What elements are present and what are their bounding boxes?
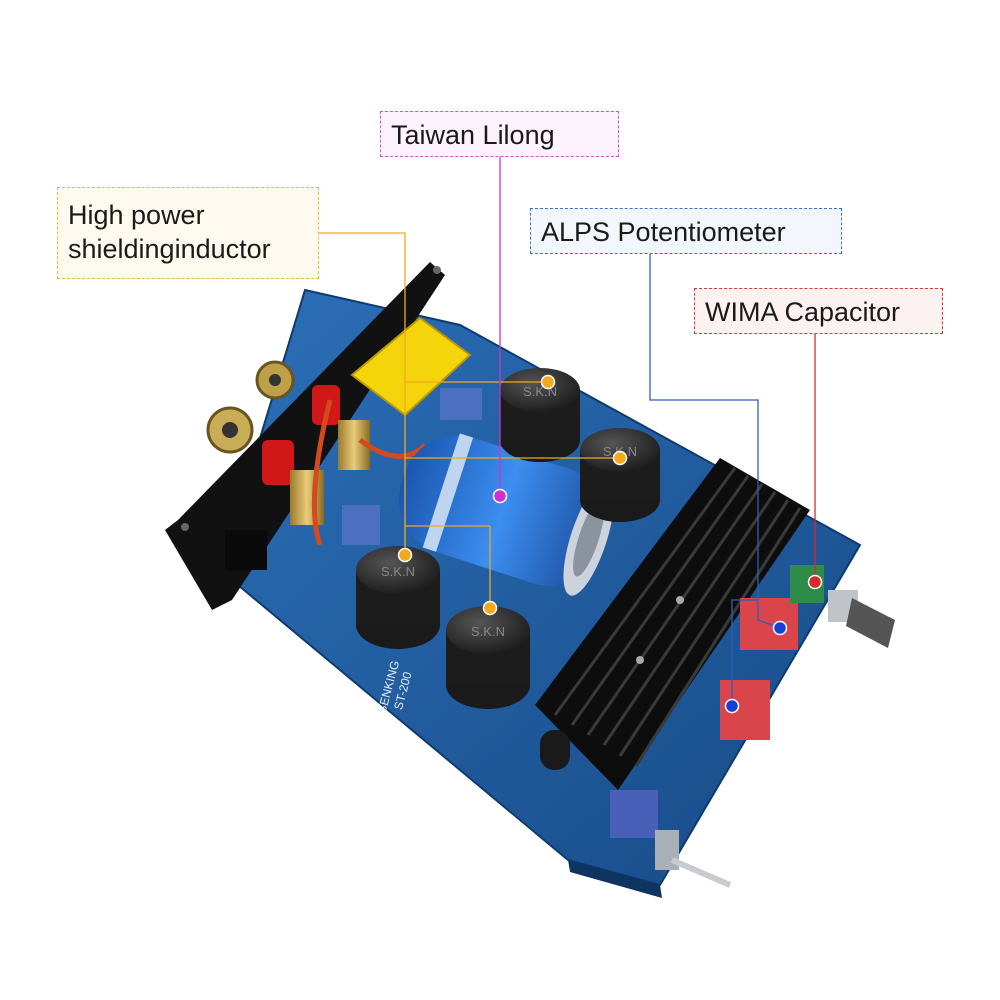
rear-panel bbox=[165, 262, 445, 610]
small-capacitor bbox=[540, 730, 570, 770]
callout-inductor: High power shieldinginductor bbox=[57, 187, 319, 279]
film-capacitor bbox=[342, 505, 380, 545]
alps-leader-lines bbox=[649, 254, 781, 706]
inductor-leader-lines bbox=[319, 232, 620, 608]
inductor-marking: S.K.N bbox=[471, 624, 505, 639]
lilong-marker-dot bbox=[492, 488, 508, 504]
inductor: S.K.N bbox=[500, 368, 580, 462]
speaker-binding-posts bbox=[262, 385, 427, 546]
power-jack bbox=[225, 530, 267, 570]
inductor-marking: S.K.N bbox=[381, 564, 415, 579]
toggle-switch bbox=[610, 790, 732, 888]
callout-inductor-line2: shieldinginductor bbox=[68, 234, 271, 264]
inductor: S.K.N bbox=[446, 606, 530, 709]
wima-marker-dot bbox=[807, 574, 823, 590]
yellow-terminal-block bbox=[350, 316, 472, 417]
callout-lilong: Taiwan Lilong bbox=[380, 111, 619, 157]
film-capacitor bbox=[440, 388, 482, 420]
heatsink bbox=[535, 458, 810, 790]
alps-marker-dot bbox=[724, 698, 740, 714]
alps-marker-dot bbox=[772, 620, 788, 636]
callout-wima: WIMA Capacitor bbox=[694, 288, 943, 334]
inductor: S.K.N bbox=[356, 546, 440, 649]
callout-inductor-line1: High power bbox=[68, 200, 205, 230]
board-silkscreen: SENKING ST-200 bbox=[375, 659, 415, 715]
pcb-board-edge bbox=[568, 860, 662, 898]
rca-jacks bbox=[206, 360, 295, 454]
inductor: S.K.N bbox=[580, 428, 660, 522]
callout-alps: ALPS Potentiometer bbox=[530, 208, 842, 254]
inductor-marker-dots bbox=[397, 374, 628, 616]
